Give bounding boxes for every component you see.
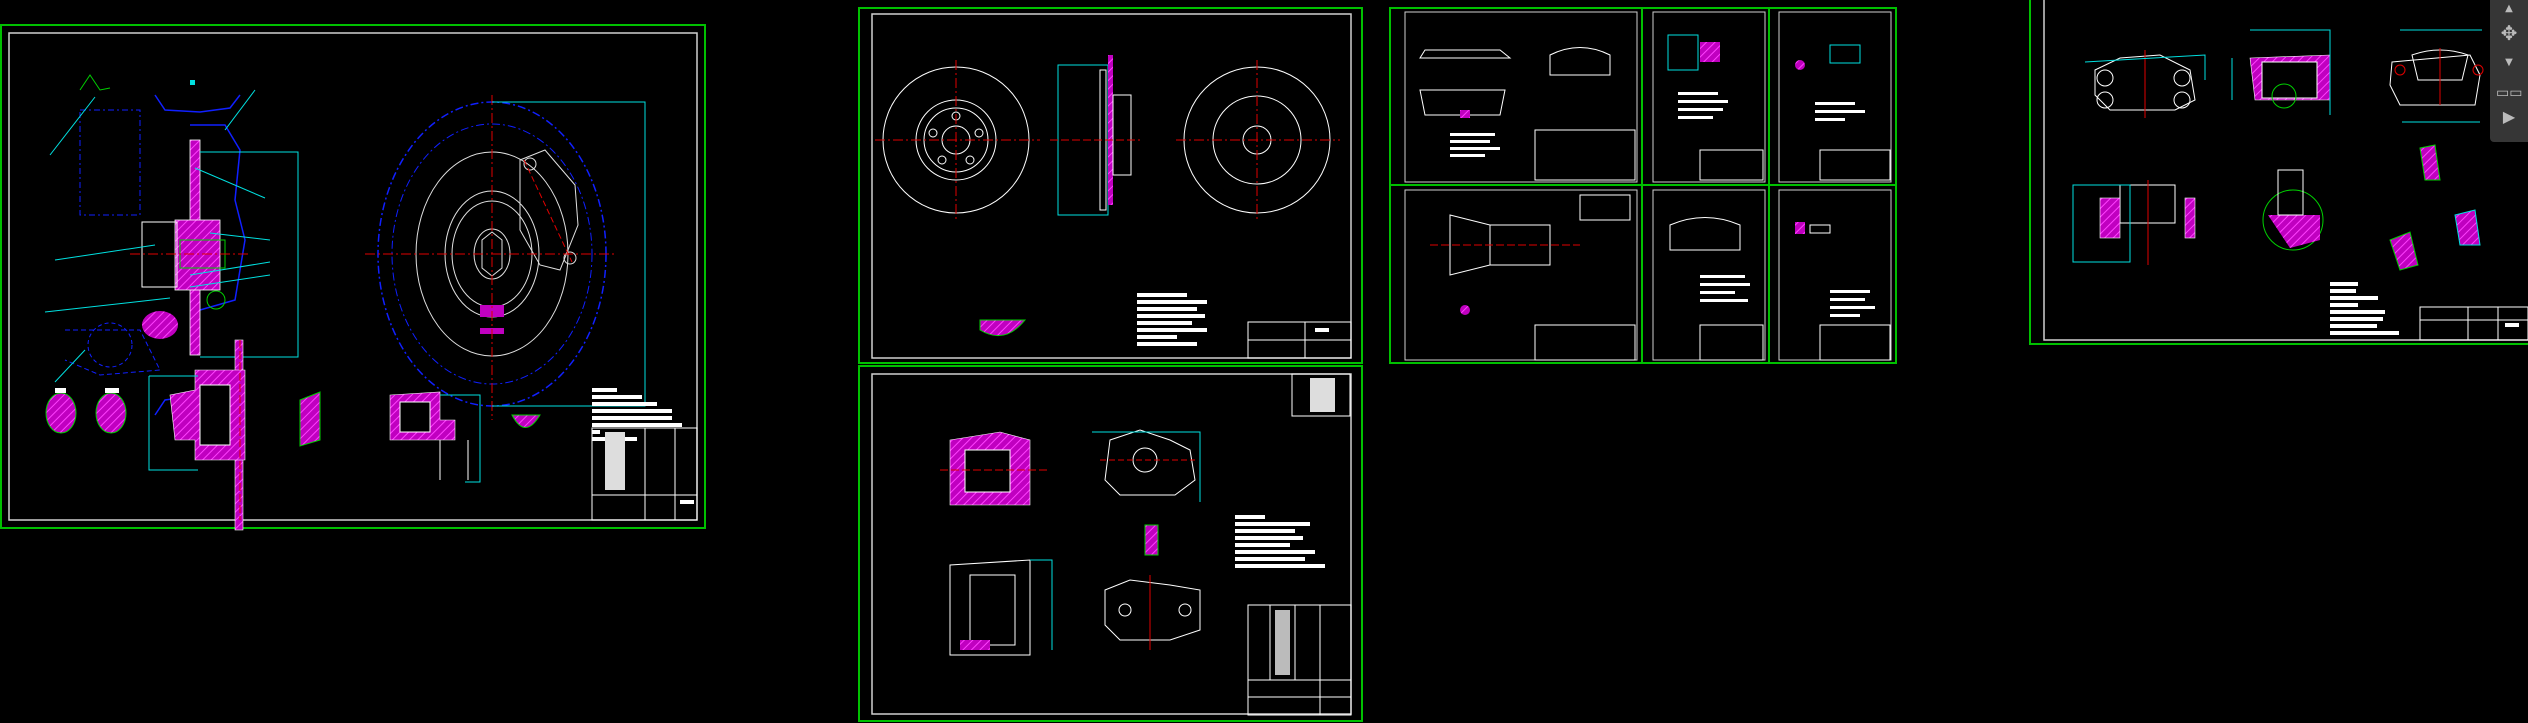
caliper-outline-bottom xyxy=(1104,575,1201,650)
layout-icon[interactable]: ▭▭ xyxy=(2496,85,2523,101)
navigation-bar[interactable]: ▲ ✥ ▼ ▭▭ ▶ xyxy=(2490,0,2528,142)
sheet-border xyxy=(0,24,706,529)
hub-section-view xyxy=(44,74,299,416)
part-drawing-small-1 xyxy=(1652,11,1766,183)
caliper-section-bottom xyxy=(949,559,1053,656)
disc-side-section xyxy=(1050,55,1140,216)
caliper-section-views xyxy=(45,339,541,531)
sheet-border xyxy=(858,365,1363,722)
title-block xyxy=(1247,321,1352,359)
part-drawing-piston xyxy=(1404,189,1638,361)
caliper-section-top xyxy=(940,431,1050,506)
sheet-caliper-assembly[interactable] xyxy=(858,365,1363,722)
drawing-frame xyxy=(871,373,1352,715)
caliper-rear-view xyxy=(2389,29,2484,123)
caliper-small-details xyxy=(2389,144,2481,271)
wheel-front-view xyxy=(365,95,646,420)
sheet-caliper-body[interactable] xyxy=(2029,0,2528,345)
disc-front-view xyxy=(875,60,1040,220)
caliper-side-section xyxy=(2231,29,2331,115)
part-drawing-small-3 xyxy=(1652,189,1766,361)
title-block xyxy=(591,427,698,521)
caliper-outline-top xyxy=(1092,429,1201,502)
sheet-parts-grid[interactable] xyxy=(1389,7,1897,364)
up-arrow-icon[interactable]: ▲ xyxy=(2505,3,2513,14)
orbit-pan-icon[interactable]: ✥ xyxy=(2500,21,2518,45)
drawing-frame xyxy=(871,13,1352,359)
part-drawing-small-2 xyxy=(1778,11,1892,183)
play-icon[interactable]: ▶ xyxy=(2502,107,2516,126)
drawing-frame xyxy=(8,32,698,521)
detail-section xyxy=(979,319,1027,337)
detail-section xyxy=(1144,524,1159,556)
caliper-top-view xyxy=(2072,180,2196,265)
disc-rear-view xyxy=(1176,60,1340,220)
technical-notes xyxy=(1137,293,1207,346)
caliper-detail-circle xyxy=(2262,169,2324,251)
down-arrow-icon[interactable]: ▼ xyxy=(2505,57,2513,68)
sheet-border xyxy=(2029,0,2528,345)
part-drawing-small-4 xyxy=(1778,189,1892,361)
sheet-brake-disc[interactable] xyxy=(858,7,1363,364)
sheet-assembly[interactable] xyxy=(0,24,706,531)
technical-notes xyxy=(2330,282,2399,335)
title-block xyxy=(2419,306,2528,341)
parts-list-table xyxy=(1247,373,1352,716)
sheet-border xyxy=(858,7,1363,364)
part-drawing-brake-pad xyxy=(1404,11,1638,183)
drawing-frame xyxy=(2043,0,2528,341)
technical-notes xyxy=(1235,515,1325,568)
caliper-front-view xyxy=(2084,50,2206,118)
